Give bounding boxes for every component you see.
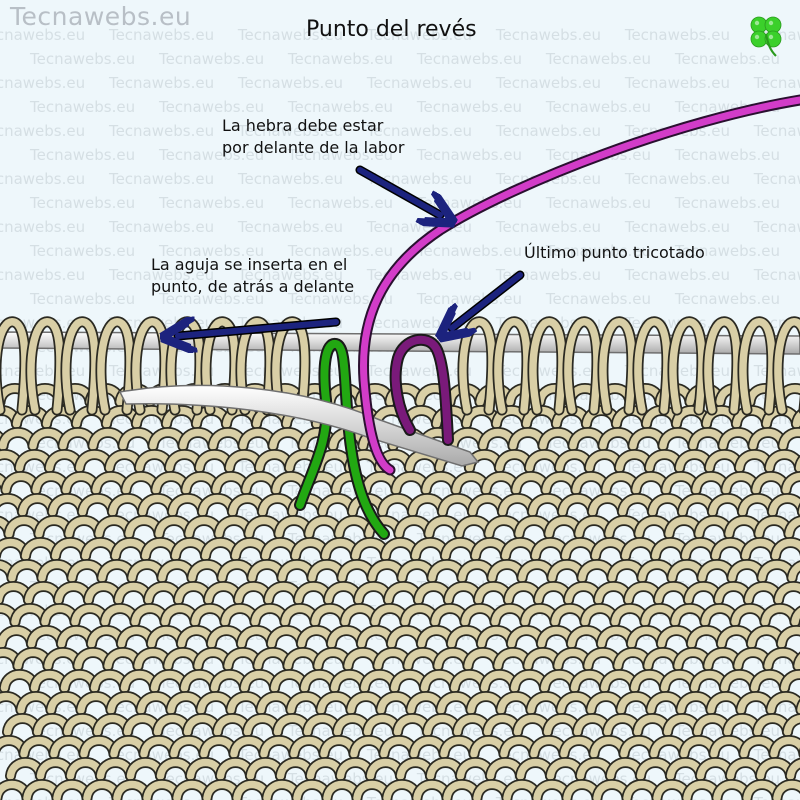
watermark-row: Tecnawebs.eu Tecnawebs.eu Tecnawebs.eu T… <box>0 218 800 236</box>
label-needle-insert-line-2: punto, de atrás a delante <box>151 277 355 296</box>
arrow-hebra <box>355 165 440 215</box>
watermark-row: Tecnawebs.eu Tecnawebs.eu Tecnawebs.eu T… <box>0 794 800 800</box>
watermark-row: Tecnawebs.eu Tecnawebs.eu Tecnawebs.eu T… <box>30 50 800 68</box>
arrow-aguja <box>178 322 341 336</box>
site-title: Tecnawebs.eu <box>10 2 192 31</box>
working-yarn <box>358 94 800 476</box>
watermark-row: Tecnawebs.eu Tecnawebs.eu Tecnawebs.eu T… <box>0 122 800 140</box>
watermark-row: Tecnawebs.eu Tecnawebs.eu Tecnawebs.eu T… <box>0 26 800 44</box>
diagram-title: Punto del revés <box>306 17 477 42</box>
label-yarn-front-line-2: por delante de la labor <box>222 138 405 157</box>
last-stitch-purple <box>389 333 454 446</box>
label-yarn-front-line-1: La hebra debe estar <box>222 116 384 135</box>
watermark-row: Tecnawebs.eu Tecnawebs.eu Tecnawebs.eu T… <box>0 170 800 188</box>
label-yarn-front: La hebra debe estar por delante de la la… <box>222 115 404 159</box>
four-leaf-clover-icon <box>750 16 782 57</box>
knitted-fabric <box>0 383 800 800</box>
watermark-row: Tecnawebs.eu Tecnawebs.eu Tecnawebs.eu T… <box>0 266 800 284</box>
watermark-row: Tecnawebs.eu Tecnawebs.eu Tecnawebs.eu T… <box>0 74 800 92</box>
right-needle <box>118 384 480 467</box>
label-needle-insert: La aguja se inserta en el punto, de atrá… <box>151 254 354 298</box>
label-last-stitch: Último punto tricotado <box>524 243 705 262</box>
watermark-row: Tecnawebs.eu Tecnawebs.eu Tecnawebs.eu T… <box>30 98 800 116</box>
watermark-row: Tecnawebs.eu Tecnawebs.eu Tecnawebs.eu T… <box>30 290 800 308</box>
arrow-ultimo <box>452 270 525 328</box>
new-stitch-green <box>294 338 390 540</box>
label-needle-insert-line-1: La aguja se inserta en el <box>151 255 348 274</box>
needle-stitches <box>0 316 800 416</box>
